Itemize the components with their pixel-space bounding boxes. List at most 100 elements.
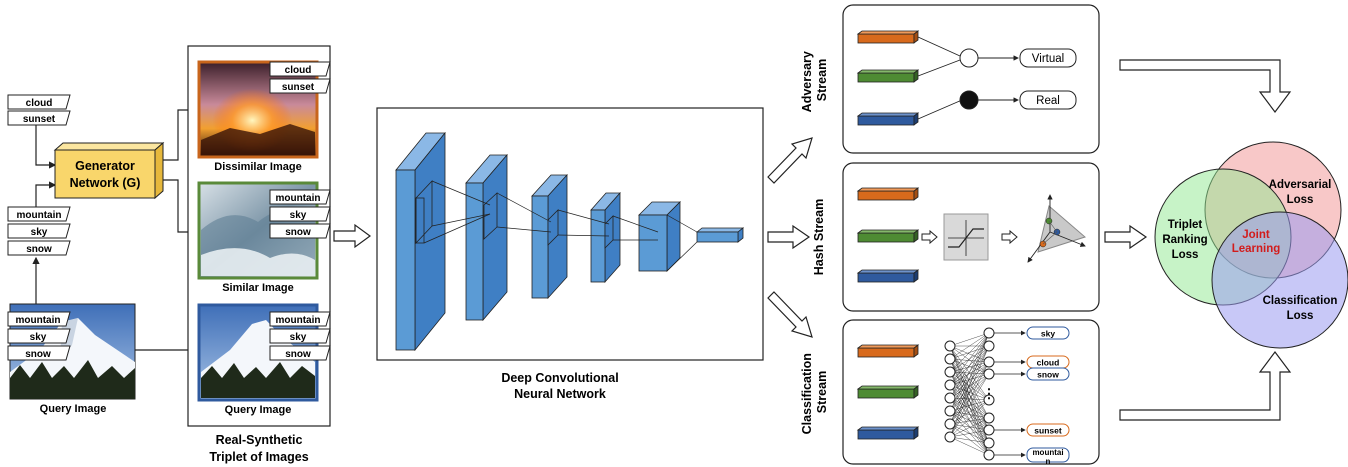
mlp-edge	[949, 358, 990, 456]
mlp-output-node	[983, 449, 995, 461]
svg-text:cloud: cloud	[1037, 358, 1060, 368]
tag-sky: sky	[31, 227, 48, 238]
svg-text:Loss: Loss	[1287, 194, 1314, 206]
mlp-output-node	[983, 424, 995, 436]
mlp-edge	[949, 397, 990, 419]
svg-text:sky: sky	[1041, 329, 1055, 339]
cnn-caption-line2: Neural Network	[514, 387, 606, 401]
classification-feature-bars	[856, 344, 920, 440]
joint-learning-label: Joint	[1242, 229, 1270, 241]
mlp-edge	[949, 373, 990, 386]
query-tag-snow: snow	[25, 349, 51, 360]
cnn-to-streams-arrows	[767, 137, 813, 338]
mlp-edge	[949, 361, 990, 425]
mlp-edge	[949, 358, 990, 375]
triplet-query-tag-snow: snow	[285, 349, 311, 360]
mlp-edge	[949, 371, 990, 419]
mlp-edge	[949, 373, 990, 399]
mlp-edge	[949, 397, 990, 431]
mlp-input-node	[944, 379, 956, 391]
svg-text:snow: snow	[1037, 370, 1059, 380]
mlp-edge	[949, 384, 990, 456]
mlp-edge	[949, 417, 990, 438]
real-label-box	[1019, 90, 1077, 110]
mlp-edge	[949, 332, 990, 438]
svg-text:cloud: cloud	[26, 98, 53, 109]
mlp-edge	[949, 361, 990, 386]
tag-mountain: mountain	[17, 210, 62, 221]
classification-output-arrows	[994, 330, 1026, 458]
class-label-mountain: mountai n	[1026, 447, 1070, 466]
virtual-label: Virtual	[1032, 53, 1064, 65]
classification-mlp	[944, 327, 995, 461]
query-image-left: mountain sky snow Query Image	[7, 303, 136, 415]
mlp-edge	[949, 371, 990, 375]
svg-text:Learning: Learning	[1232, 243, 1281, 255]
svg-text:Loss: Loss	[1287, 310, 1314, 322]
dissimilar-tag-cloud: cloud	[285, 65, 312, 76]
mlp-edge	[949, 332, 990, 373]
mlp-edge	[949, 332, 990, 399]
mlp-edge	[949, 384, 990, 419]
svg-text:n: n	[1046, 457, 1051, 466]
mlp-edge	[949, 332, 990, 360]
mlp-edge	[949, 345, 990, 375]
mlp-edge	[949, 423, 990, 431]
mlp-edge	[949, 358, 990, 431]
mlp-output-node	[983, 356, 995, 368]
mlp-edge	[949, 332, 990, 425]
mlp-edge	[949, 410, 990, 419]
mlp-output-node	[983, 368, 995, 380]
svg-text:Adversarial: Adversarial	[1269, 179, 1332, 191]
svg-text:sunset: sunset	[23, 114, 56, 125]
mlp-output-node	[983, 437, 995, 449]
mlp-edge	[949, 332, 990, 412]
query-tag-sky: sky	[30, 332, 47, 343]
adversary-connectors	[917, 36, 1019, 120]
similar-tag-snow: snow	[285, 227, 311, 238]
svg-text:Generator: Generator	[75, 159, 135, 173]
tag-group-top: cloud sunset	[7, 94, 71, 126]
svg-text:sunset: sunset	[1034, 426, 1062, 436]
similar-image-label: Similar Image	[222, 282, 294, 294]
tag-group-middle: mountain sky snow	[7, 206, 71, 256]
mlp-edge	[949, 361, 990, 373]
cnn-projection-lines	[423, 180, 698, 272]
hash-arrow-1	[921, 229, 938, 245]
mlp-edge	[949, 345, 990, 431]
generator-network: Generator Network (G)	[53, 141, 165, 200]
class-ellipsis: ⋮	[983, 386, 996, 401]
virtual-node	[959, 48, 979, 68]
svg-text:mountai: mountai	[1032, 448, 1063, 457]
virtual-label-box	[1019, 48, 1077, 68]
tag-snow: snow	[26, 244, 52, 255]
hash-stream-title: Hash Stream	[812, 199, 826, 275]
mlp-edge	[949, 332, 990, 347]
hash-feature-bars	[856, 187, 920, 283]
mlp-input-node	[944, 405, 956, 417]
mlp-edge	[949, 373, 990, 425]
classification-loss-circle	[1211, 211, 1348, 349]
similar-tag-mountain: mountain	[276, 193, 321, 204]
mlp-edge	[949, 410, 990, 431]
streams-to-venn-arrows	[1104, 59, 1292, 421]
triplet-caption-line2: Triplet of Images	[209, 450, 308, 464]
mlp-edge	[949, 410, 990, 456]
dissimilar-image-label: Dissimilar Image	[214, 161, 301, 173]
query-image-label: Query Image	[40, 403, 107, 415]
mlp-edge	[949, 371, 990, 456]
mlp-edge	[949, 423, 990, 456]
mlp-output-node	[983, 412, 995, 424]
mlp-edge	[949, 345, 990, 438]
hash-arrow-2	[1001, 229, 1018, 245]
mlp-edge	[949, 436, 990, 456]
activation-function	[943, 213, 989, 261]
mlp-edge	[949, 397, 990, 456]
cnn-layers	[395, 131, 745, 352]
mlp-edge	[949, 371, 990, 431]
triplet-query-tag-sky: sky	[290, 332, 307, 343]
mlp-edge	[949, 361, 990, 399]
dissimilar-image: cloud sunset Dissimilar Image	[197, 60, 331, 173]
adversary-stream-title: Adversary Stream	[800, 48, 829, 113]
